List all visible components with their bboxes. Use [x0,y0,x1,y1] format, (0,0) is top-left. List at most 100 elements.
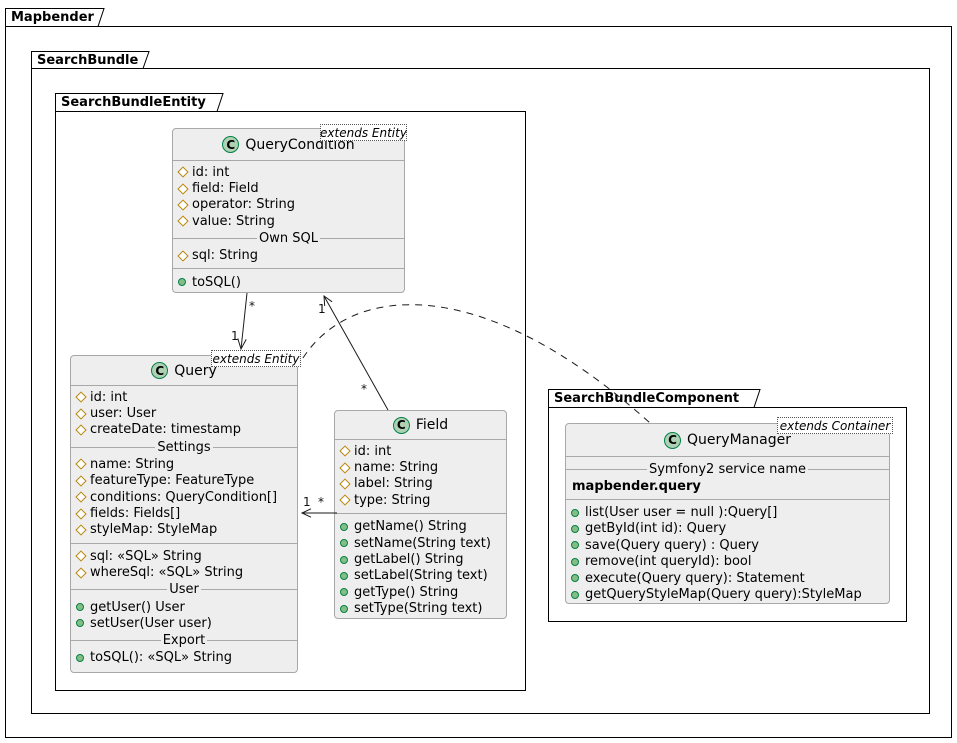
edge-field-querycondition [323,295,389,411]
member-text: getLabel() String [354,552,464,568]
method-dot-icon [340,604,348,613]
member-text: setName(String text) [354,535,491,551]
attribute-row: styleMap: StyleMap [71,522,297,538]
field-diamond-icon [75,391,87,403]
attribute-row: name: String [71,456,297,472]
multiplicity-label: 1 [231,329,239,343]
member-text: toSQL() [192,274,241,290]
class-stereotype-circle-icon: C [151,362,169,379]
separator-label: Export [71,632,297,650]
separator-text: Settings [157,439,211,455]
attribute-row: id: int [71,389,297,405]
class-stereotype-circle-icon: C [222,136,240,153]
attribute-row: operator: String [173,197,404,213]
method-dot-icon [340,588,348,597]
method-row: remove(int queryId): bool [566,554,889,570]
method-dot-icon [340,571,348,580]
method-row: setType(String text) [335,601,506,617]
member-text: featureType: FeatureType [90,473,255,489]
member-text: name: String [354,460,439,476]
method-dot-icon [340,555,348,564]
separator-text: Export [162,633,206,649]
method-dot-icon [76,603,84,612]
method-row: getUser() User [71,599,297,615]
method-row: getQueryStyleMap(Query query):StyleMap [566,586,889,602]
attribute-row: id: int [335,443,506,459]
member-text: remove(int queryId): bool [585,554,752,570]
package-title-searchbundlecomponent: SearchBundleComponent [554,391,740,406]
separator-label: User [71,581,298,599]
method-dot-icon [571,574,579,583]
multiplicity-label: 1 [303,495,311,509]
field-diamond-icon [75,550,87,562]
field-diamond-icon [75,407,87,420]
attribute-row: sql: String [173,248,404,264]
method-row: getName() String [335,519,506,535]
separator-text: Own SQL [259,231,318,247]
member-text: user: User [90,406,157,422]
method-row: setName(String text) [335,535,506,551]
field-diamond-icon [75,475,87,487]
member-text: operator: String [192,197,295,213]
package-title-mapbender: Mapbender [11,10,94,25]
class-name: Query [174,362,217,379]
method-dot-icon [76,653,84,662]
method-dot-icon [571,508,579,517]
method-dot-icon [571,590,579,599]
member-text: id: int [192,164,230,180]
method-dot-icon [340,539,348,548]
separator-line [71,542,297,544]
multiplicity-label: * [318,495,324,509]
package-title-searchbundle: SearchBundle [37,53,139,68]
method-row: setUser(User user) [71,615,297,631]
attribute-row: type: String [335,492,506,508]
field-diamond-icon [75,507,87,520]
field-diamond-icon [177,215,189,228]
method-row: getType() String [335,584,506,600]
member-text: sql: «SQL» String [90,548,202,564]
member-text: getName() String [354,519,467,535]
member-text: conditions: QueryCondition[] [90,489,278,505]
separator-label: Settings [71,438,298,456]
method-dot-icon [76,619,84,628]
member-text: styleMap: StyleMap [90,522,218,538]
separator-text: Symfony2 service name [648,461,807,477]
member-text: createDate: timestamp [90,422,241,438]
method-row: getById(int id): Query [566,521,889,537]
member-text: getUser() User [90,599,185,615]
note-extends-entity-querycondition: extends Entity [320,124,407,141]
class-title-querymanager: C QueryManager [566,424,889,457]
method-dot-icon [571,541,579,550]
member-text: setUser(User user) [90,615,212,631]
attribute-row: whereSql: «SQL» String [71,565,297,581]
note-extends-entity-query: extends Entity [211,350,301,367]
field-diamond-icon [339,461,351,474]
member-text: value: String [192,213,275,229]
attribute-row: fields: Fields[] [71,505,297,521]
separator-line [173,268,404,270]
arrowhead-icon [300,508,312,518]
attribute-row: field: Field [173,180,404,196]
separator-line [566,498,889,500]
member-text: label: String [354,476,433,492]
member-text: type: String [354,492,431,508]
member-text: getById(int id): Query [585,521,727,537]
field-diamond-icon [339,494,351,507]
package-title-searchbundleentity: SearchBundleEntity [61,95,206,110]
multiplicity-label: * [249,299,255,313]
member-text: getQueryStyleMap(Query query):StyleMap [585,587,862,603]
method-dot-icon [178,278,186,287]
member-text: id: int [354,443,392,459]
member-text: getType() String [354,584,459,600]
multiplicity-label: * [361,382,367,396]
attribute-row: featureType: FeatureType [71,473,297,489]
method-row: getLabel() String [335,551,506,567]
attribute-row: conditions: QueryCondition[] [71,489,297,505]
edge-querycondition-query [240,292,248,350]
class-title-query: C Query [71,356,297,386]
